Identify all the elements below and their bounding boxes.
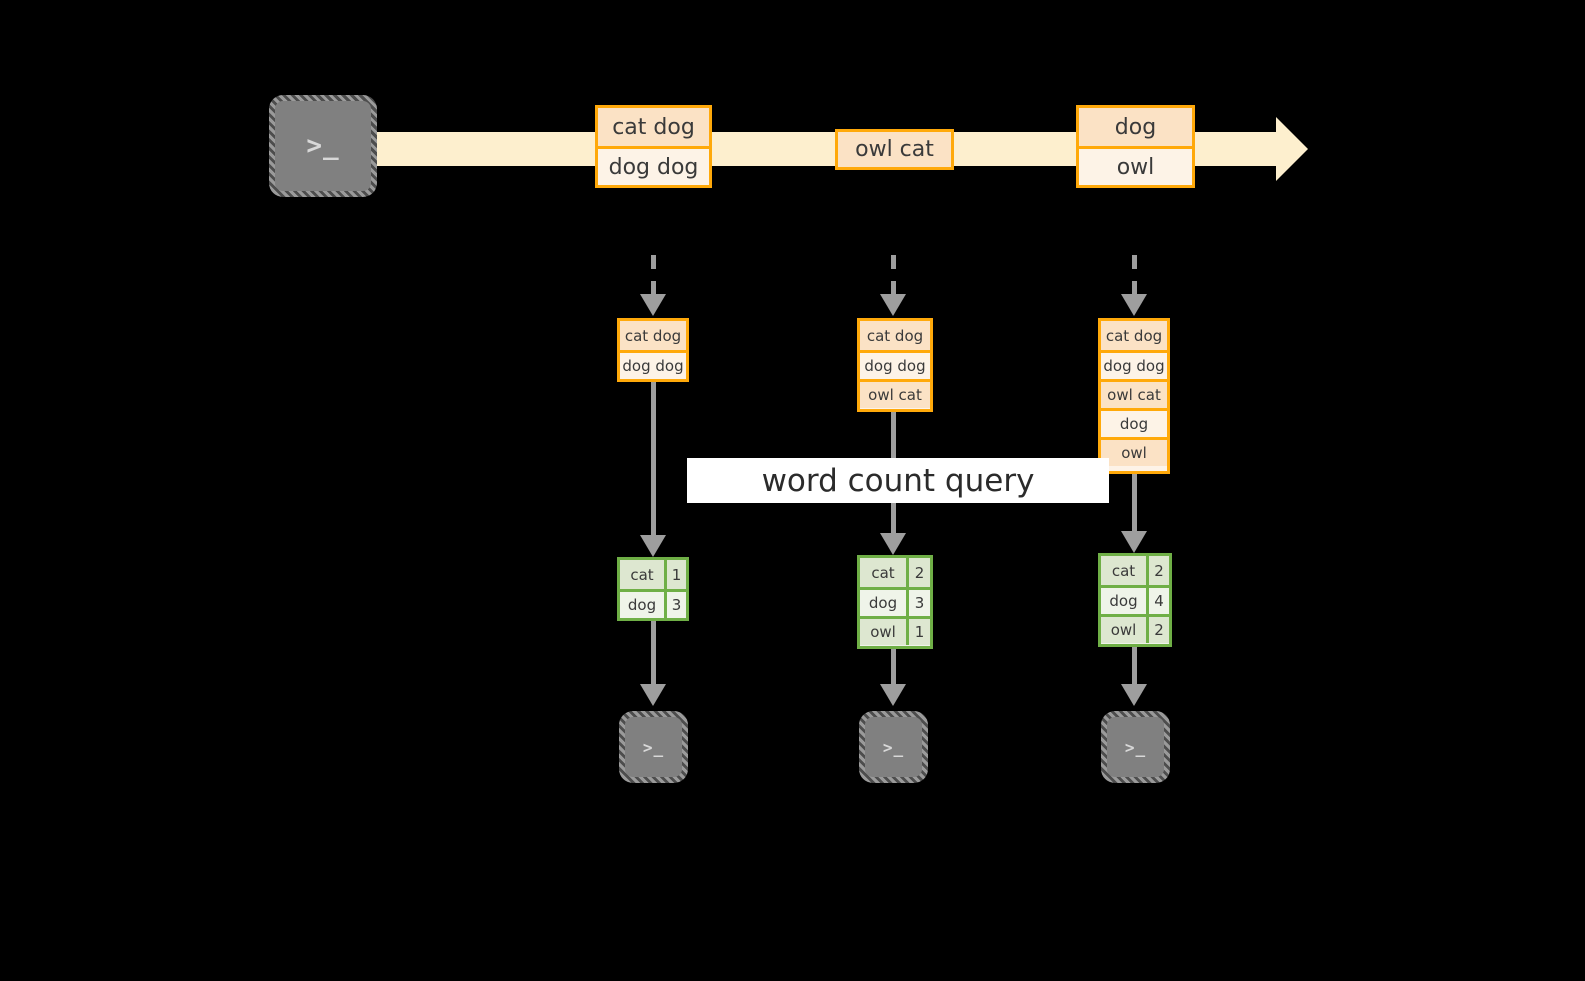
snapshot-3-result-count-3: 2 (1146, 617, 1169, 643)
snapshot-1-tap-line (651, 255, 656, 297)
snapshot-3-input-row-4: dog (1101, 408, 1167, 437)
snapshot-1-input-row-2: dog dog (620, 350, 686, 379)
snapshot-3-input-row-1: cat dog (1101, 321, 1167, 350)
snapshot-1-tap-arrowhead (640, 294, 666, 316)
snapshot-1-sink-line (651, 621, 656, 686)
snapshot-1-result-count-1: 1 (664, 560, 686, 589)
stream-event-3-row-2: owl (1079, 146, 1192, 185)
snapshot-2-tap-line (891, 255, 896, 297)
snapshot-1-result-table[interactable]: cat 1 dog 3 (617, 557, 689, 621)
snapshot-3-result-word-2: dog (1101, 588, 1146, 614)
stream-arrowhead (1276, 117, 1308, 181)
snapshot-1-input-row-1: cat dog (620, 321, 686, 350)
stream-event-1-row-1: cat dog (598, 108, 709, 146)
snapshot-2-query-arrowhead (880, 533, 906, 555)
snapshot-3-input-table[interactable]: cat dog dog dog owl cat dog owl (1098, 318, 1170, 474)
stream-event-3[interactable]: dog owl (1076, 105, 1195, 188)
word-count-query-banner: word count query (687, 458, 1109, 503)
snapshot-3-sink-terminal-icon[interactable]: >_ (1101, 711, 1170, 783)
snapshot-3-input-row-2: dog dog (1101, 350, 1167, 379)
snapshot-1-sink-face: >_ (625, 717, 682, 777)
snapshot-2-result-row-3: owl 1 (860, 616, 930, 645)
snapshot-2-result-count-1: 2 (906, 558, 930, 587)
snapshot-3-input-row-3: owl cat (1101, 379, 1167, 408)
stream-event-2[interactable]: owl cat (835, 129, 954, 170)
stream-event-1-row-2: dog dog (598, 146, 709, 185)
snapshot-2-result-word-2: dog (860, 590, 906, 616)
snapshot-2-result-word-1: cat (860, 558, 906, 587)
snapshot-1-result-row-1: cat 1 (620, 560, 686, 589)
snapshot-1-result-count-2: 3 (664, 592, 686, 618)
snapshot-3-query-arrowhead (1121, 531, 1147, 553)
snapshot-3-sink-prompt: >_ (1124, 737, 1147, 757)
snapshot-2-result-word-3: owl (860, 619, 906, 645)
source-terminal-face: >_ (275, 101, 371, 191)
snapshot-2-result-row-2: dog 3 (860, 587, 930, 616)
snapshot-3-result-row-3: owl 2 (1101, 614, 1169, 643)
source-terminal-prompt: >_ (306, 131, 340, 161)
snapshot-1-sink-arrowhead (640, 684, 666, 706)
snapshot-3-sink-line (1132, 647, 1137, 686)
stream-event-1[interactable]: cat dog dog dog (595, 105, 712, 188)
snapshot-2-result-table[interactable]: cat 2 dog 3 owl 1 (857, 555, 933, 649)
snapshot-3-result-count-1: 2 (1146, 556, 1169, 585)
snapshot-1-result-word-1: cat (620, 560, 664, 589)
snapshot-2-sink-line (891, 649, 896, 686)
snapshot-1-sink-terminal-icon[interactable]: >_ (619, 711, 688, 783)
snapshot-2-sink-terminal-icon[interactable]: >_ (859, 711, 928, 783)
snapshot-3-tap-line (1132, 255, 1137, 297)
snapshot-1-result-word-2: dog (620, 592, 664, 618)
snapshot-2-input-row-2: dog dog (860, 350, 930, 379)
snapshot-2-sink-face: >_ (865, 717, 922, 777)
snapshot-2-result-count-2: 3 (906, 590, 930, 616)
snapshot-1-query-line (651, 382, 656, 537)
snapshot-3-query-line (1132, 474, 1137, 533)
snapshot-2-sink-prompt: >_ (882, 737, 905, 757)
snapshot-3-sink-face: >_ (1107, 717, 1164, 777)
stream-event-3-row-1: dog (1079, 108, 1192, 146)
snapshot-3-result-table[interactable]: cat 2 dog 4 owl 2 (1098, 553, 1172, 647)
snapshot-3-result-row-2: dog 4 (1101, 585, 1169, 614)
snapshot-1-sink-prompt: >_ (642, 737, 665, 757)
snapshot-2-input-row-3: owl cat (860, 379, 930, 408)
snapshot-3-result-count-2: 4 (1146, 588, 1169, 614)
stream-event-2-row-1: owl cat (838, 132, 951, 167)
snapshot-2-result-count-3: 1 (906, 619, 930, 645)
snapshot-2-sink-arrowhead (880, 684, 906, 706)
snapshot-3-tap-arrowhead (1121, 294, 1147, 316)
snapshot-1-query-arrowhead (640, 535, 666, 557)
snapshot-1-result-row-2: dog 3 (620, 589, 686, 618)
snapshot-2-input-row-1: cat dog (860, 321, 930, 350)
snapshot-3-sink-arrowhead (1121, 684, 1147, 706)
snapshot-1-input-table[interactable]: cat dog dog dog (617, 318, 689, 382)
snapshot-2-tap-arrowhead (880, 294, 906, 316)
snapshot-3-result-word-3: owl (1101, 617, 1146, 643)
snapshot-3-input-row-5: owl (1101, 437, 1167, 466)
snapshot-3-result-row-1: cat 2 (1101, 556, 1169, 585)
source-terminal-icon[interactable]: >_ (269, 95, 377, 197)
snapshot-2-result-row-1: cat 2 (860, 558, 930, 587)
snapshot-3-result-word-1: cat (1101, 556, 1146, 585)
snapshot-2-input-table[interactable]: cat dog dog dog owl cat (857, 318, 933, 412)
